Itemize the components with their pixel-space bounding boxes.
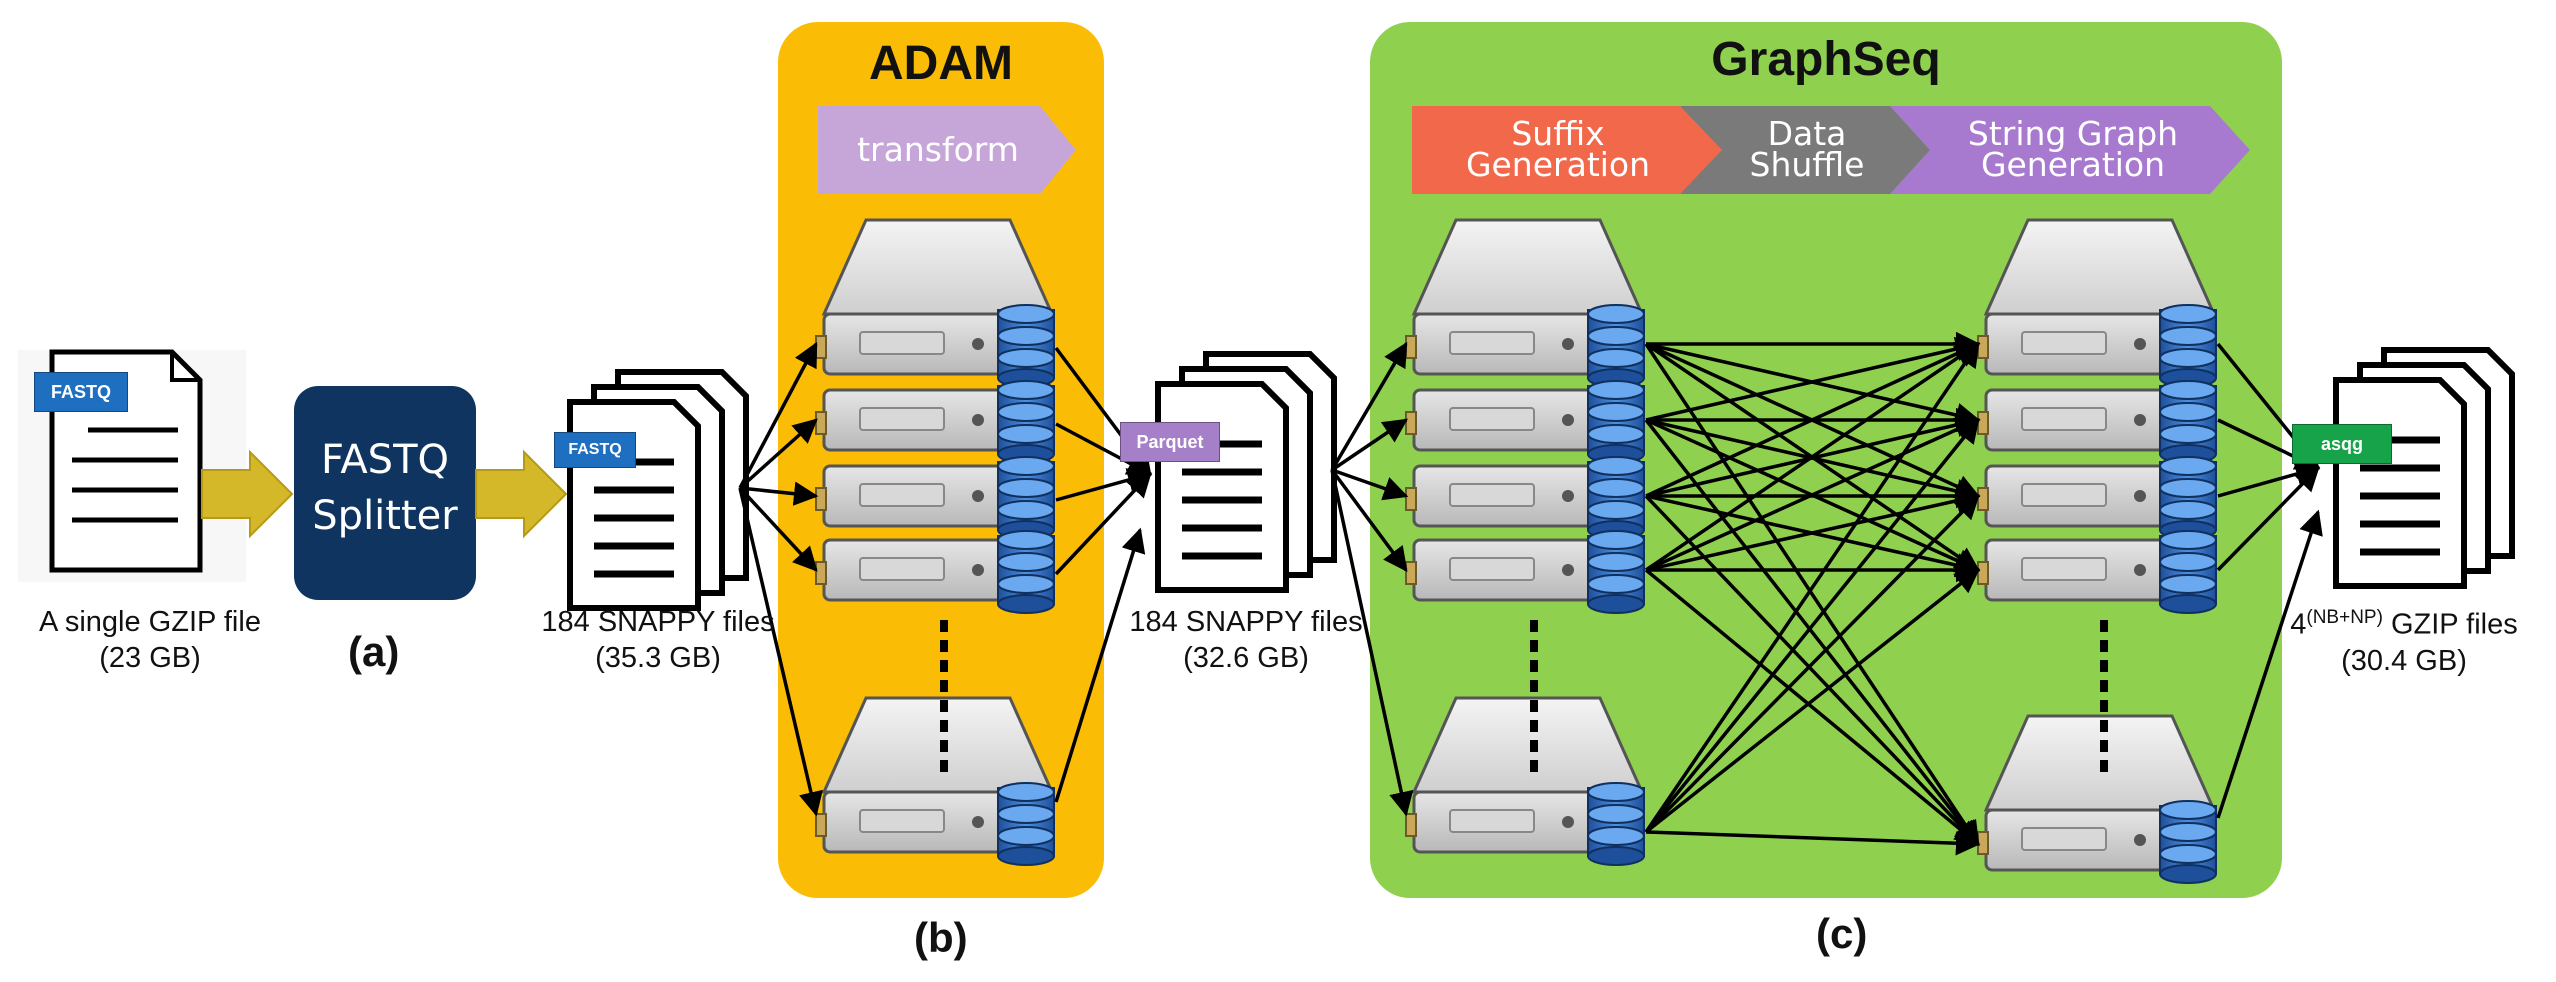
parquet-file-stack-icon [1155,351,1337,593]
fastq-tag-input: FASTQ [34,372,128,412]
string-graph-stage-line2: Generation [1980,145,2166,184]
string-graph-server-4 [1977,530,2217,614]
input-file-caption: A single GZIP file (23 GB) [0,604,300,676]
output-caption-sup: (NB+NP) [2306,607,2383,628]
flow-arrow-icon [475,449,568,539]
parquet-caption-line1: 184 SNAPPY files [1129,606,1363,638]
suffix-stage-line1: Suffix [1511,114,1605,153]
database-icon [2159,380,2217,464]
input-file-icon [18,349,246,582]
database-icon [997,782,1055,866]
database-icon [1587,456,1645,540]
adam-title: ADAM [869,37,1013,90]
asqg-file-stack-icon [2333,347,2515,589]
string-graph-stage-label: String Graph Generation [1928,114,2218,184]
suffix-stage-chevron [1412,106,1722,194]
splitter-label: FASTQ Splitter [294,432,476,544]
output-caption-line2: (30.4 GB) [2341,644,2467,677]
shuffle-stage-line1: Data [1767,114,1847,153]
database-icon [1587,782,1645,866]
suffix-server-1 [1405,218,1645,388]
suffix-server-3 [1405,456,1645,540]
snappy-input-caption-line1: 184 SNAPPY files [541,606,775,638]
database-icon [997,456,1055,540]
suffix-stage-label: Suffix Generation [1420,114,1696,184]
suffix-server-2 [1405,380,1645,464]
string-graph-server-last [1977,714,2217,884]
adam-ellipsis [940,620,948,772]
database-icon [1587,380,1645,464]
database-icon [997,380,1055,464]
shuffle-stage-line2: Shuffle [1749,145,1865,184]
output-caption-line1: 4(NB+NP) GZIP files [2254,600,2554,643]
string-graph-ellipsis [2100,620,2108,772]
suffix-server-last [1405,696,1645,866]
adam-server-last [815,696,1055,866]
suffix-stage-line2: Generation [1465,145,1651,184]
string-graph-stage-line1: String Graph [1967,114,2179,153]
data-flow-arrows [738,331,2323,856]
database-icon [1587,530,1645,614]
database-icon [997,304,1055,388]
input-file-caption-line1: A single GZIP file [39,606,261,638]
graphseq-title: GraphSeq [1711,33,1941,86]
shuffle-stage-label: Data Shuffle [1712,114,1902,184]
database-icon [2159,456,2217,540]
data-shuffle-stage-chevron [1680,106,1930,194]
panel-letter-c: (c) [1816,910,1868,957]
input-file-caption-line2: (23 GB) [99,642,201,674]
database-icon [2159,530,2217,614]
flow-arrow-icon [201,449,294,539]
adam-server-3 [815,456,1055,540]
suffix-ellipsis [1530,620,1538,772]
string-graph-stage-chevron [1890,106,2250,194]
panel-letter-a: (a) [348,628,400,675]
splitter-label-line2: Splitter [312,493,458,539]
string-graph-server-3 [1977,456,2217,540]
transform-stage-chevron [818,106,1076,194]
database-icon [1587,304,1645,388]
string-graph-server-1 [1977,218,2217,388]
splitter-label-line1: FASTQ [320,437,449,483]
parquet-caption: 184 SNAPPY files (32.6 GB) [1096,604,1396,676]
fastq-tag-snappy: FASTQ [554,432,636,468]
snappy-input-caption: 184 SNAPPY files (35.3 GB) [508,604,808,676]
database-icon [2159,304,2217,388]
transform-stage-label: transform [857,130,1019,169]
asqg-tag: asqg [2292,424,2392,464]
output-caption-base: 4 [2290,608,2307,641]
output-caption-rest: GZIP files [2382,608,2518,641]
suffix-server-4 [1405,530,1645,614]
string-graph-server-2 [1977,380,2217,464]
database-icon [2159,800,2217,884]
snappy-file-stack-icon [567,369,749,611]
parquet-tag: Parquet [1120,422,1220,462]
adam-server-2 [815,380,1055,464]
fastq-splitter-box [294,386,476,600]
output-caption: 4(NB+NP) GZIP files (30.4 GB) [2254,600,2554,679]
snappy-input-caption-line2: (35.3 GB) [595,642,721,674]
database-icon [997,530,1055,614]
panel-letter-b: (b) [914,914,968,961]
adam-server-1 [815,218,1055,388]
parquet-caption-line2: (32.6 GB) [1183,642,1309,674]
adam-server-4 [815,530,1055,614]
